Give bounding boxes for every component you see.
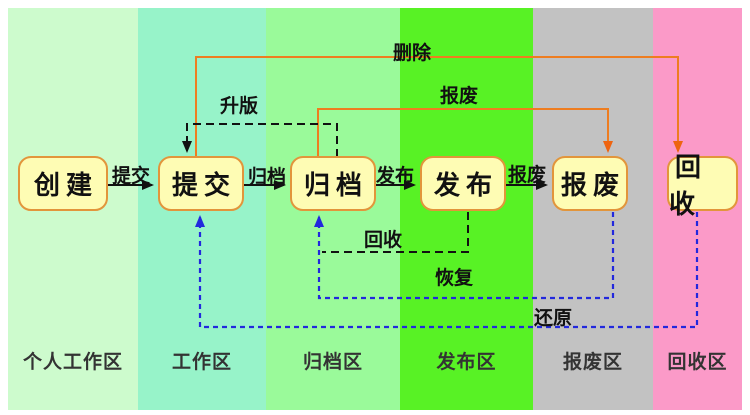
edge-label-publish: 发布	[375, 165, 414, 187]
edge-label-delete: 删除	[392, 42, 431, 64]
node-create-label: 创建	[33, 171, 98, 201]
edge-label-recycle: 回收	[363, 229, 402, 251]
node-create: 创建	[18, 156, 108, 211]
node-scrap: 报废	[552, 156, 628, 211]
zone-label-personal-work: 个人工作区	[22, 351, 123, 373]
zone-label-recycle: 回收区	[667, 351, 728, 373]
edge-label-scrap-from-archive: 报废	[439, 85, 478, 107]
edge-label-archive: 归档	[247, 166, 286, 188]
node-recycle: 回收	[667, 153, 738, 220]
node-submit-label: 提交	[171, 171, 236, 201]
zone-label-work: 工作区	[171, 351, 232, 373]
node-archive-label: 归档	[303, 171, 368, 201]
node-publish-label: 发布	[433, 171, 498, 201]
edge-label-restore: 恢复	[434, 267, 473, 289]
edge-label-revert: 还原	[533, 307, 572, 329]
edge-label-scrap: 报废	[507, 164, 546, 186]
zone-label-scrap: 报废区	[562, 351, 623, 373]
node-scrap-label: 报废	[560, 171, 625, 201]
node-recycle-label: 回收	[669, 152, 708, 220]
edge-label-upgrade: 升版	[219, 95, 258, 117]
zone-label-archive: 归档区	[302, 351, 363, 373]
node-publish: 发布	[420, 156, 506, 211]
node-submit: 提交	[158, 156, 244, 211]
node-archive: 归档	[290, 156, 376, 211]
edge-label-submit: 提交	[111, 165, 150, 187]
zone-label-publish: 发布区	[436, 351, 497, 373]
